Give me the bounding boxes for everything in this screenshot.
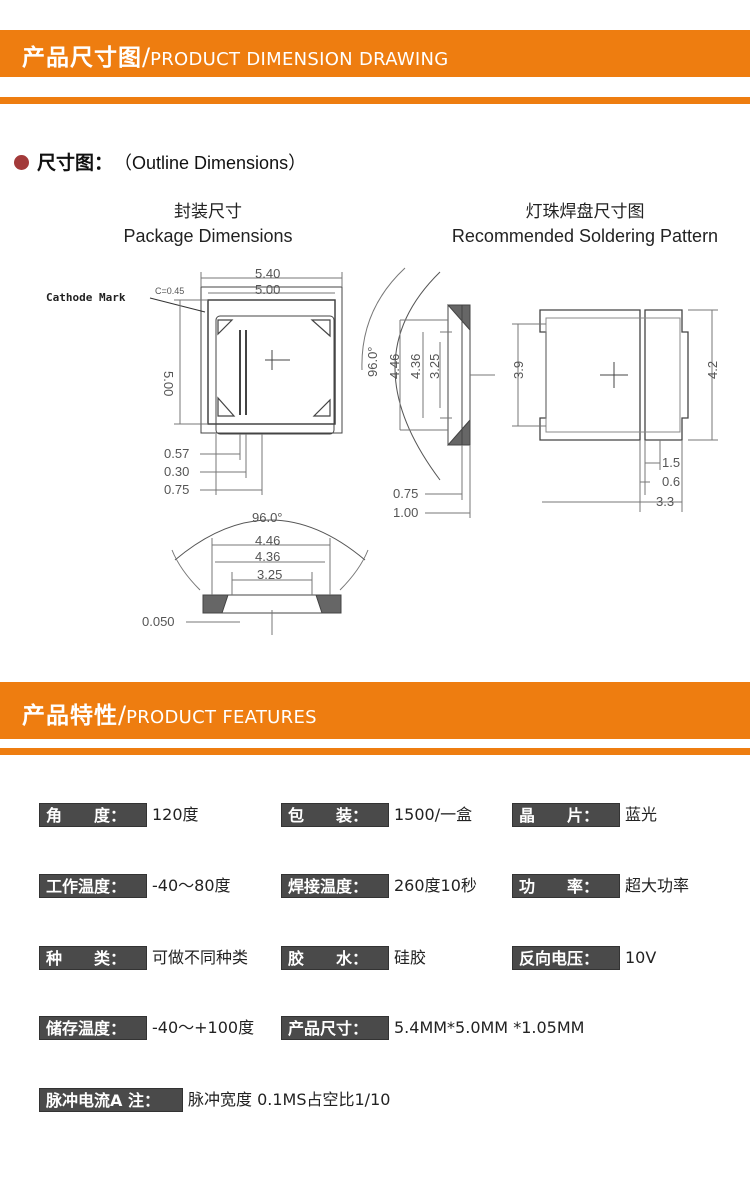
package-outline (200, 286, 343, 434)
dim-030: 0.30 (164, 464, 189, 479)
dim-0050: 0.050 (142, 614, 175, 629)
feature-label: 反向电压： (512, 946, 620, 970)
package-caption-zh: 封装尺寸 (174, 202, 242, 222)
side-446: 4.46 (387, 354, 402, 379)
feature-label: 产品尺寸： (281, 1016, 389, 1040)
chamfer-label: C=0.45 (155, 286, 184, 296)
section2-title: 产品特性/PRODUCT FEATURES (22, 696, 317, 730)
outline-label-en: （Outline Dimensions） (123, 153, 307, 173)
feature-value: 脉冲宽度 0.1MS占空比1/10 (188, 1090, 391, 1109)
soldering-caption: 灯珠焊盘尺寸图 Recommended Soldering Pattern (432, 200, 738, 248)
bottom-436: 4.36 (255, 549, 280, 564)
feature-value: -40～+100度 (152, 1018, 255, 1037)
dim-width-540: 5.40 (255, 266, 280, 281)
feature-label: 脉冲电流A 注： (39, 1088, 183, 1112)
feature-value: 超大功率 (625, 876, 690, 895)
feature-value: 5.4MM*5.0MM *1.05MM (394, 1018, 585, 1037)
soldering-caption-zh: 灯珠焊盘尺寸图 (525, 202, 645, 222)
feature-label: 胶 水： (281, 946, 389, 970)
dimension-drawing: Cathode Mark C=0.45 5.40 5.00 5.00 0.57 … (46, 266, 720, 635)
section2-title-separator: / (118, 701, 127, 729)
dim-075-mid: 0.75 (393, 486, 418, 501)
feature-value: 可做不同种类 (152, 948, 249, 967)
bottom-angle: 96.0° (252, 510, 283, 525)
section-title-zh: 产品尺寸图 (22, 45, 142, 71)
feature-label: 功 率： (512, 874, 620, 898)
feature-reverse-voltage: 反向电压： 10V (512, 946, 656, 972)
feature-value: 硅胶 (394, 948, 427, 967)
cathode-mark-label: Cathode Mark (46, 291, 126, 304)
package-inner (207, 299, 336, 425)
feature-label: 储存温度： (39, 1016, 147, 1040)
side-325: 3.25 (427, 354, 442, 379)
feature-value: 120度 (152, 805, 199, 824)
feature-storage-temp: 储存温度： -40～+100度 (39, 1016, 254, 1042)
pad-06: 0.6 (662, 474, 680, 489)
banner2-underline (0, 748, 750, 755)
outline-label-zh: 尺寸图： (37, 152, 114, 174)
dim-100: 1.00 (393, 505, 418, 520)
package-caption-en: Package Dimensions (123, 226, 293, 246)
soldering-caption-en: Recommended Soldering Pattern (451, 226, 719, 246)
feature-value: 蓝光 (625, 805, 658, 824)
feature-type: 种 类： 可做不同种类 (39, 946, 248, 972)
feature-value: -40～80度 (152, 876, 231, 895)
side-angle: 96.0° (365, 346, 380, 377)
section-banner-features: 产品特性/PRODUCT FEATURES (0, 682, 750, 739)
feature-solder-temp: 焊接温度： 260度10秒 (281, 874, 477, 900)
pad-33: 3.3 (656, 494, 674, 509)
dim-057: 0.57 (164, 446, 189, 461)
section-title-en: PRODUCT DIMENSION DRAWING (150, 49, 449, 70)
section2-title-zh: 产品特性 (22, 703, 118, 729)
feature-label: 焊接温度： (281, 874, 389, 898)
pad-15: 1.5 (662, 455, 680, 470)
feature-value: 10V (625, 948, 657, 967)
feature-pulse-current: 脉冲电流A 注： 脉冲宽度 0.1MS占空比1/10 (39, 1088, 390, 1114)
feature-size: 产品尺寸： 5.4MM*5.0MM *1.05MM (281, 1016, 584, 1042)
feature-power: 功 率： 超大功率 (512, 874, 689, 900)
dim-width-500: 5.00 (255, 282, 280, 297)
pad-39: 3.9 (511, 361, 526, 379)
feature-label: 晶 片： (512, 803, 620, 827)
feature-label: 包 装： (281, 803, 389, 827)
dim-075-left: 0.75 (164, 482, 189, 497)
feature-packaging: 包 装： 1500/一盒 (281, 803, 472, 829)
feature-label: 工作温度： (39, 874, 147, 898)
banner-underline (0, 97, 750, 104)
bottom-446: 4.46 (255, 533, 280, 548)
dim-height-500: 5.00 (161, 371, 176, 396)
feature-value: 1500/一盒 (394, 805, 473, 824)
bottom-325: 3.25 (257, 567, 282, 582)
feature-value: 260度10秒 (394, 876, 477, 895)
feature-glue: 胶 水： 硅胶 (281, 946, 426, 972)
section-title-separator: / (142, 43, 151, 71)
section2-title-en: PRODUCT FEATURES (126, 707, 317, 728)
bullet-icon (14, 155, 29, 170)
outline-heading: 尺寸图： （Outline Dimensions） (14, 148, 306, 175)
package-caption: 封装尺寸 Package Dimensions (108, 200, 308, 248)
section-banner-dimensions: 产品尺寸图/PRODUCT DIMENSION DRAWING (0, 30, 750, 77)
pad-42: 4.2 (705, 361, 720, 379)
feature-chip: 晶 片： 蓝光 (512, 803, 657, 829)
side-436: 4.36 (408, 354, 423, 379)
section-title: 产品尺寸图/PRODUCT DIMENSION DRAWING (22, 38, 449, 72)
feature-label: 角 度： (39, 803, 147, 827)
feature-working-temp: 工作温度： -40～80度 (39, 874, 231, 900)
feature-angle: 角 度： 120度 (39, 803, 199, 829)
feature-label: 种 类： (39, 946, 147, 970)
